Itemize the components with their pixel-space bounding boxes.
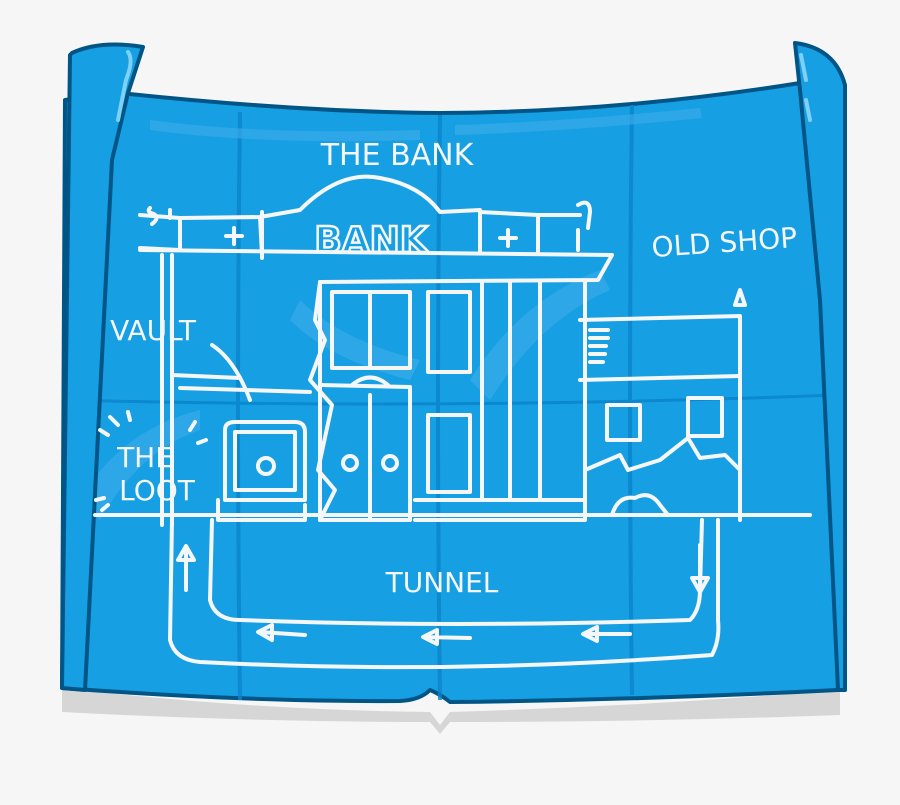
label-the-loot-line2: LOOT xyxy=(119,474,196,507)
arrow-left-icon xyxy=(581,625,632,643)
left-curl xyxy=(60,42,145,692)
paper-folds xyxy=(65,104,837,701)
left-curl-shine xyxy=(116,50,133,122)
arrow-down-icon xyxy=(690,543,710,594)
arrow-left-icon xyxy=(256,623,307,642)
plus-icon-right xyxy=(498,228,518,248)
plus-icon-left xyxy=(224,226,244,246)
tunnel-outline xyxy=(168,518,721,670)
label-vault: VAULT xyxy=(110,314,197,347)
chalk-drawing xyxy=(93,174,812,670)
bank-sign: BANK xyxy=(314,220,428,261)
label-the-bank: THE BANK xyxy=(320,138,475,173)
safe xyxy=(223,420,307,502)
paper-shadow xyxy=(62,688,840,734)
blueprint-paper xyxy=(60,81,840,704)
label-the-loot-line1: THE xyxy=(116,441,173,474)
label-tunnel: TUNNEL xyxy=(385,566,499,599)
right-curl-shine xyxy=(799,53,812,122)
right-curl xyxy=(793,41,847,692)
arrow-up-icon xyxy=(176,544,196,592)
arrow-left-icon xyxy=(421,628,472,646)
